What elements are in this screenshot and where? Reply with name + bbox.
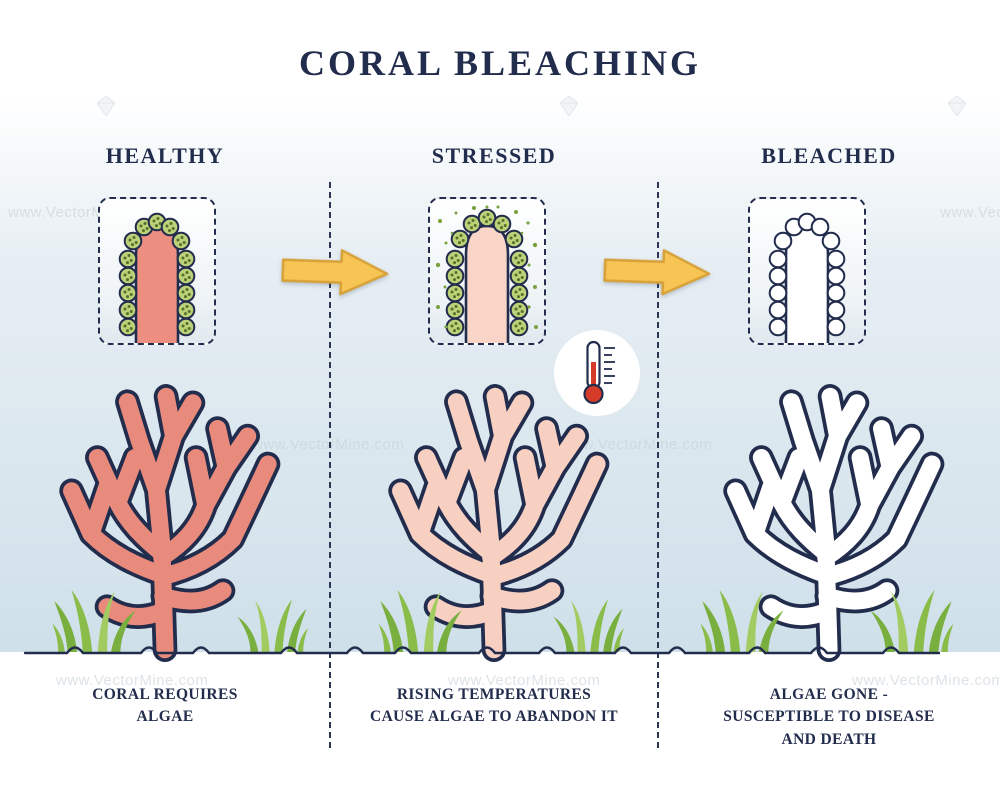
caption-healthy: CORAL REQUIRES ALGAE	[15, 684, 315, 729]
polyp-body	[464, 224, 510, 343]
column-divider	[657, 182, 659, 748]
healthy-polyp-illustration	[118, 212, 196, 343]
stressed-polyp-illustration	[435, 205, 538, 343]
column-divider	[329, 182, 331, 748]
caption-line: ALGAE GONE -	[769, 686, 889, 703]
transition-arrow-icon	[280, 247, 390, 297]
polyp-inset-stressed	[428, 197, 546, 345]
polyp-inset-bleached	[748, 197, 866, 345]
bleached-polyp-illustration	[768, 212, 846, 343]
polyp-inset-healthy	[98, 197, 216, 345]
caption-bleached: ALGAE GONE - SUSCEPTIBLE TO DISEASE AND …	[679, 684, 979, 751]
transition-arrow-icon	[602, 247, 712, 297]
caption-line: CORAL REQUIRES	[92, 686, 238, 703]
stage-label-stressed: STRESSED	[431, 143, 557, 168]
caption-line: RISING TEMPERATURES	[396, 686, 592, 703]
stage-label-bleached: BLEACHED	[761, 143, 897, 168]
page-title: CORAL BLEACHING	[298, 43, 702, 83]
caption-line: CAUSE ALGAE TO ABANDON IT	[369, 708, 619, 726]
seafloor-line	[23, 646, 941, 655]
gem-icon	[948, 96, 966, 116]
caption-line: SUSCEPTIBLE TO DISEASE	[723, 708, 935, 726]
escaping-algae-dots	[435, 205, 538, 329]
polyp-body	[134, 224, 180, 343]
caption-line: ALGAE	[136, 708, 194, 726]
temperature-badge	[554, 330, 640, 416]
caption-stressed: RISING TEMPERATURES CAUSE ALGAE TO ABAND…	[344, 684, 644, 729]
gem-icon	[560, 96, 578, 116]
thermometer-icon	[583, 340, 615, 405]
stage-label-healthy: HEALTHY	[105, 143, 225, 168]
caption-line: AND DEATH	[781, 730, 877, 748]
gem-icon	[97, 96, 115, 116]
polyp-body	[784, 224, 830, 343]
